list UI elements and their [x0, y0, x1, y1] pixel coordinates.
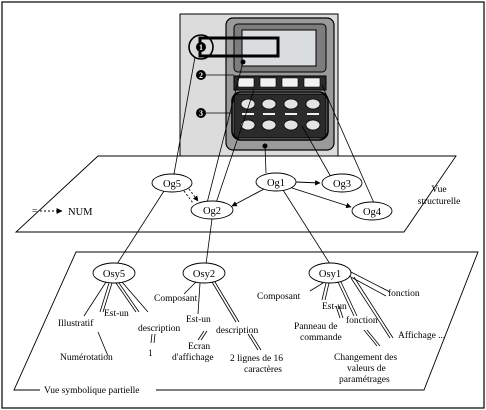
keypad-highlight	[231, 91, 329, 141]
function-strip	[233, 75, 327, 91]
function-keys	[237, 77, 321, 88]
osy1-panneau-1: Panneau de	[294, 322, 338, 332]
osy1-affichage: Affichage ...	[398, 330, 445, 341]
structural-edges	[183, 180, 352, 209]
osy1-fonction-top: fonction	[388, 288, 420, 299]
structural-view-plane	[14, 155, 457, 233]
connector-strip-og4	[321, 84, 375, 204]
callout-3: 3	[196, 108, 232, 118]
osy1-changement-3: paramétrages	[339, 375, 390, 385]
osy1-changement-2: valeurs de	[347, 364, 386, 374]
keypad-keys	[240, 98, 321, 131]
connector-callout1-og5	[173, 56, 196, 175]
osy1-changement-1: Changement des	[334, 353, 397, 363]
osy5-illustratif: Illustratif	[58, 318, 94, 329]
osy5-numerotation: Numérotation	[60, 353, 113, 363]
device-connectors	[173, 56, 375, 204]
node-osy2-label: Osy2	[193, 269, 215, 280]
osy2-composant: Composant	[154, 294, 198, 304]
callout-1-ring	[188, 34, 214, 60]
callout-2-number: 2	[199, 71, 203, 80]
device-illustration	[179, 13, 339, 157]
node-osy1: Osy1	[308, 262, 352, 284]
connector-og5-osy5	[116, 190, 165, 265]
keypad-legends	[242, 113, 319, 115]
edge-og1-og4	[291, 187, 352, 209]
node-og4-label: Og4	[363, 207, 382, 218]
connector-strip-og2	[215, 89, 255, 204]
osy2-lignes-2: caractères	[244, 365, 282, 375]
connector-og2-osy2	[205, 218, 213, 265]
node-og2-label: Og2	[203, 206, 221, 217]
node-og4: Og4	[351, 201, 393, 221]
osy5-value: 1	[148, 349, 153, 359]
connector-device-og1	[264, 145, 267, 174]
node-og5: Og5	[151, 173, 193, 193]
node-og2: Og2	[190, 200, 234, 220]
node-og5-label: Og5	[163, 179, 181, 190]
osy2-edges	[183, 281, 262, 351]
callout-2-dot	[196, 70, 206, 80]
num-legend-equals: =	[32, 207, 37, 217]
view-connectors	[116, 189, 331, 265]
osy2-ecran-2: d'affichage	[172, 352, 214, 363]
osy1-edges	[309, 271, 394, 347]
callout-3-number: 3	[199, 109, 203, 118]
node-osy5-label: Osy5	[103, 269, 125, 280]
callout-3-dot	[196, 108, 206, 118]
callout-2: 2	[196, 70, 234, 80]
node-og3: Og3	[321, 173, 363, 193]
node-osy1-label: Osy1	[319, 269, 341, 280]
connector-screen-og2	[206, 61, 244, 204]
connector-og1-osy1	[282, 189, 331, 265]
node-osy5: Osy5	[92, 262, 136, 284]
callout-1-dot	[196, 42, 206, 52]
structural-view-label-1: Vue	[431, 185, 446, 195]
callout-1: 1	[188, 34, 214, 60]
osy2-ecran-1: Ecran	[188, 342, 210, 352]
osy2-lignes-1: 2 lignes de 16	[230, 354, 283, 364]
edge-og1-og2	[231, 188, 265, 207]
node-osy2: Osy2	[182, 262, 226, 284]
symbolic-view-plane	[13, 251, 479, 391]
osy2-description: description	[216, 326, 258, 336]
osy5-est-un: Est-un	[104, 309, 129, 319]
osy1-fonction-mid: fonction	[346, 315, 378, 326]
symbolic-view-label-bg	[40, 383, 156, 395]
osy1-est-un: Est-un	[322, 302, 347, 312]
node-og1: Og1	[255, 172, 297, 192]
osy5-description: description	[138, 324, 180, 334]
osy1-panneau-2: commande	[300, 333, 342, 343]
edge-og1-og3	[295, 180, 321, 186]
structural-view-label-2: structurelle	[418, 197, 461, 207]
callout-1-number: 1	[199, 43, 203, 52]
osy5-edges	[83, 281, 156, 357]
node-og1-label: Og1	[267, 178, 285, 189]
num-legend-label: NUM	[68, 207, 93, 218]
node-og3-label: Og3	[333, 179, 351, 190]
osy2-est-un: Est-un	[186, 315, 211, 325]
edge-og5-og2-b	[183, 190, 194, 204]
symbolic-view-label: Vue symbolique partielle	[44, 386, 139, 396]
edge-og5-og2	[188, 188, 199, 202]
connector-keypad-og3	[301, 125, 332, 178]
osy1-composant: Composant	[257, 292, 301, 302]
